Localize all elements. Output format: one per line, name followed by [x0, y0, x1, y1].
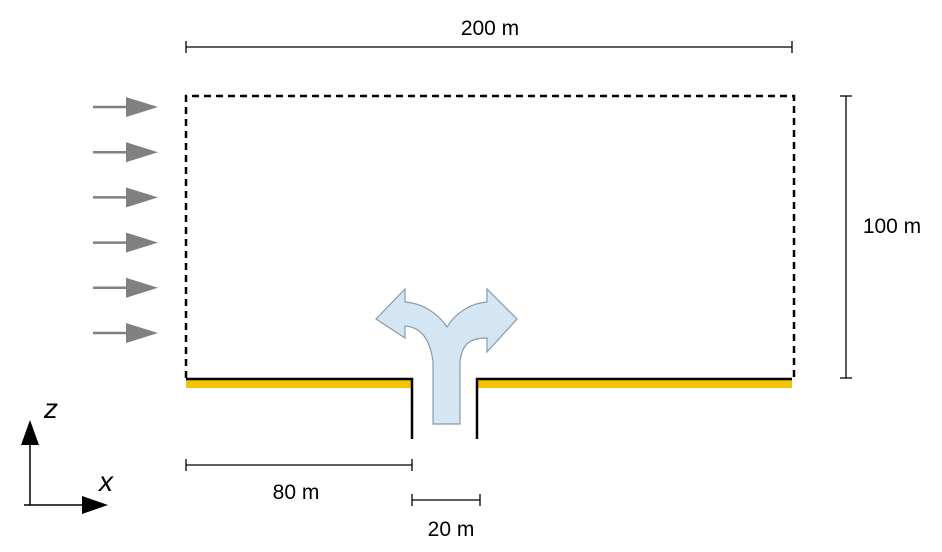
right-arrow-icon	[93, 232, 158, 253]
right-arrow-icon	[93, 187, 158, 208]
z-axis-arrowhead	[21, 420, 39, 445]
width-dimension: 200 m	[185, 17, 793, 53]
coordinate-axes: z x	[21, 393, 114, 514]
gap-dimension: 20 m	[411, 494, 481, 541]
right-arrow-icon	[93, 142, 158, 163]
ground-surface-right	[478, 379, 792, 388]
gap-label: 20 m	[428, 518, 475, 541]
left-segment-label: 80 m	[273, 481, 320, 504]
ground-surface-left	[186, 379, 412, 388]
ground-wall-right	[475, 377, 792, 439]
x-axis-arrowhead	[82, 496, 108, 514]
inflow-arrows	[93, 97, 158, 343]
width-label: 200 m	[461, 17, 519, 40]
x-axis-label: x	[97, 466, 114, 497]
right-arrow-icon	[93, 323, 158, 343]
height-label: 100 m	[863, 215, 921, 238]
split-arrow-icon	[375, 287, 518, 425]
ground-wall-left	[186, 377, 414, 439]
left-segment-dimension: 80 m	[185, 459, 413, 504]
right-arrow-icon	[93, 97, 158, 117]
height-dimension: 100 m	[840, 95, 921, 379]
z-axis-label: z	[43, 393, 58, 424]
right-arrow-icon	[93, 277, 158, 298]
